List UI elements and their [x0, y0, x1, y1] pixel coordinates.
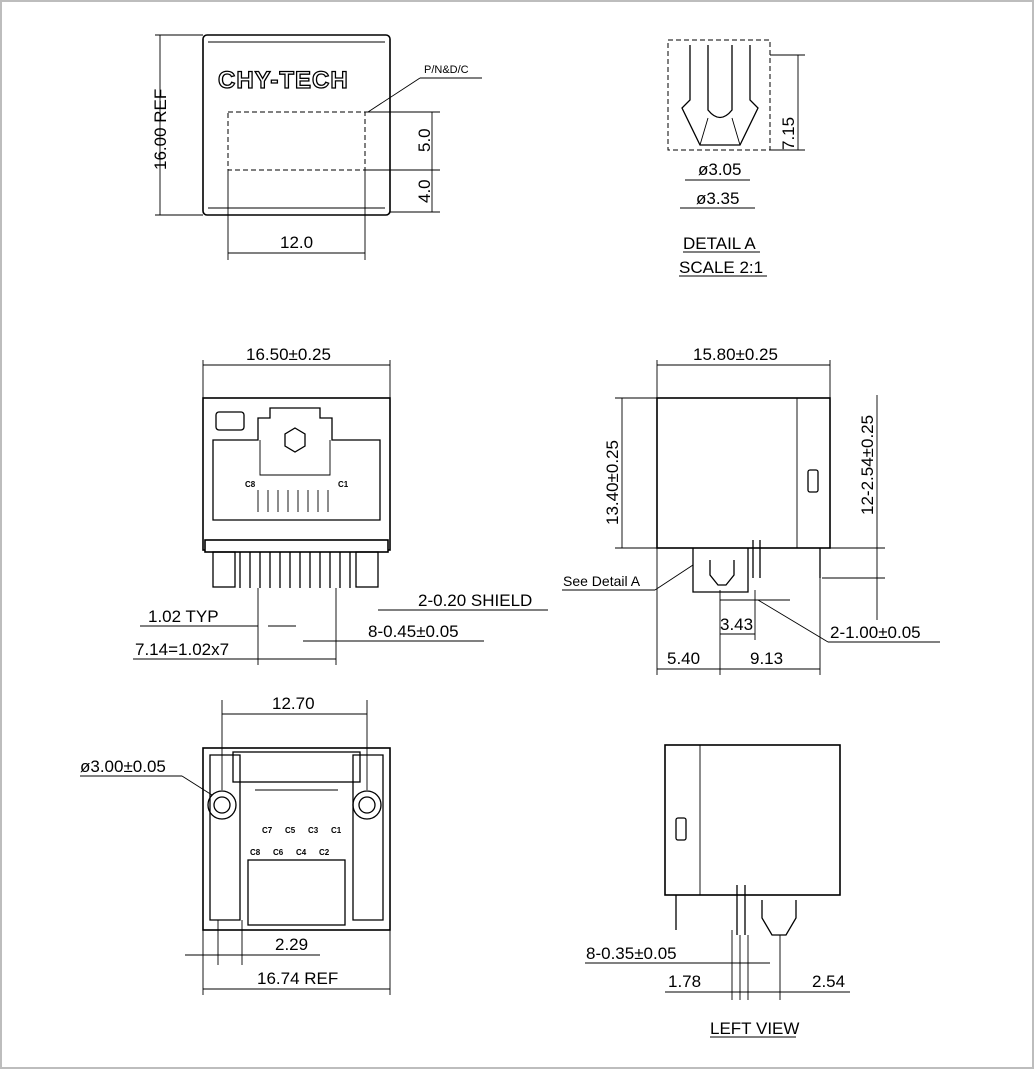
- led-hole-dim: ø3.00±0.05: [80, 757, 166, 776]
- pin-offset-dim: 3.43: [720, 615, 753, 634]
- shield-pins-dim: 2-0.20 SHIELD: [418, 591, 532, 610]
- left-pitch-b-dim: 2.54: [812, 972, 845, 991]
- bottom-width-dim: 16.74 REF: [257, 969, 338, 988]
- left-view-title: LEFT VIEW: [710, 1019, 799, 1038]
- shield-pin-dim: 2-1.00±0.05: [830, 623, 921, 642]
- brand-logo: CHY-TECH: [218, 67, 349, 94]
- contact-label-c7: C7: [262, 826, 273, 835]
- left-pitch-a-dim: 1.78: [668, 972, 701, 991]
- contact-label-c1: C1: [331, 826, 342, 835]
- pitch-total-dim: 7.14=1.02x7: [135, 640, 229, 659]
- marking-width-dim: 12.0: [280, 233, 313, 252]
- signal-pins-dim: 8-0.45±0.05: [368, 622, 459, 641]
- left-view: 8-0.35±0.05 1.78 2.54 LEFT VIEW: [585, 744, 850, 1038]
- detail-title: DETAIL A: [683, 234, 756, 253]
- inner-diameter-dim: ø3.05: [698, 160, 741, 179]
- front-width-dim: 16.50±0.25: [246, 345, 331, 364]
- offset-dim: 2.29: [275, 935, 308, 954]
- marking-area: [227, 111, 366, 171]
- contact-label-c8: C8: [250, 848, 261, 857]
- contact-label-c8: C8: [245, 480, 256, 489]
- top-view: CHY-TECH 16.00 REF 12.0 5.0 4.0 P/N&D/C: [151, 34, 482, 260]
- bottom-view: C7 C5 C3 C1 C8 C6 C4 C2 12.70 ø3.00±0.05…: [80, 694, 391, 995]
- top-height-dim: 16.00 REF: [151, 89, 170, 170]
- detail-height-dim: 7.15: [779, 117, 798, 150]
- contact-label-c1: C1: [338, 480, 349, 489]
- front-view: C8 C1 16.50±0.25 1.02 TYP 7.14=1.02x7 8-…: [133, 345, 548, 665]
- side-length-dim: 15.80±0.25: [693, 345, 778, 364]
- marking-height-dim: 5.0: [415, 128, 434, 152]
- see-detail-a-label: See Detail A: [563, 573, 641, 589]
- contact-label-c2: C2: [319, 848, 330, 857]
- detail-scale: SCALE 2:1: [679, 258, 763, 277]
- side-height-dim: 13.40±0.25: [603, 440, 622, 525]
- led-span-dim: 12.70: [272, 694, 315, 713]
- rear-offset-dim: 9.13: [750, 649, 783, 668]
- contact-label-c5: C5: [285, 826, 296, 835]
- side-view: 15.80±0.25 13.40±0.25 12-2.54±0.25 See D…: [562, 345, 940, 675]
- marking-note: P/N&D/C: [424, 64, 469, 76]
- marking-offset-dim: 4.0: [415, 179, 434, 203]
- contact-label-c4: C4: [296, 848, 307, 857]
- front-offset-dim: 5.40: [667, 649, 700, 668]
- pin-length-dim: 12-2.54±0.25: [858, 415, 877, 515]
- left-pins-dim: 8-0.35±0.05: [586, 944, 677, 963]
- contact-label-c3: C3: [308, 826, 319, 835]
- pitch-dim: 1.02 TYP: [148, 607, 219, 626]
- detail-a: 7.15 ø3.05 ø3.35 DETAIL A SCALE 2:1: [667, 39, 805, 277]
- outer-diameter-dim: ø3.35: [696, 189, 739, 208]
- contact-label-c6: C6: [273, 848, 284, 857]
